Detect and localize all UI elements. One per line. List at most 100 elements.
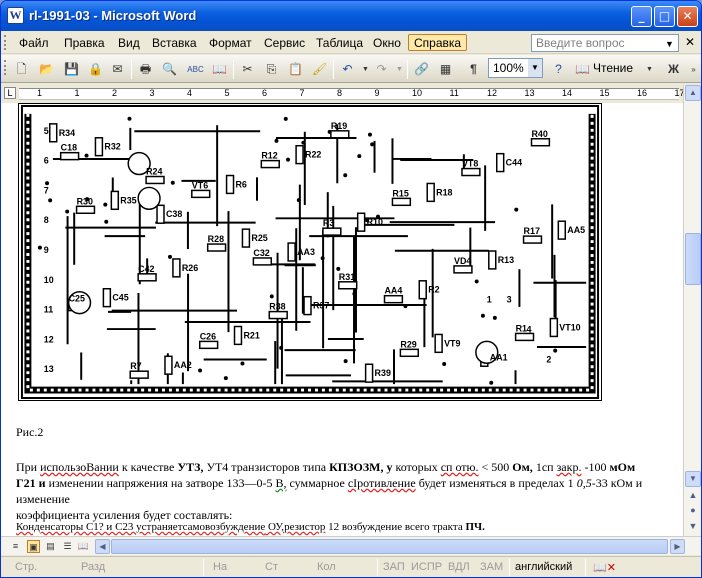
schematic-component bbox=[434, 333, 443, 354]
menu-tools[interactable]: Сервис bbox=[264, 36, 306, 50]
schematic-component bbox=[530, 138, 551, 147]
text-run: 33 кОм и изменение bbox=[16, 476, 643, 506]
body-paragraph[interactable]: При использоВании к качестве УТЗ, УТ4 тр… bbox=[16, 459, 656, 523]
status-extend[interactable]: ВДЛ bbox=[448, 561, 470, 573]
menu-file[interactable]: Файл bbox=[19, 36, 49, 50]
copy-icon[interactable]: ⎘ bbox=[266, 62, 277, 76]
spelling-status-icon[interactable]: 📖✕ bbox=[593, 562, 616, 574]
word-app-icon[interactable]: W bbox=[7, 7, 24, 24]
close-button[interactable]: ✕ bbox=[677, 6, 698, 27]
ruler-number: 5 bbox=[224, 88, 230, 98]
redo-dropdown-icon[interactable]: ▼ bbox=[396, 66, 403, 73]
status-record[interactable]: ЗАП bbox=[383, 561, 405, 573]
menu-table[interactable]: Таблица bbox=[316, 36, 364, 50]
open-folder-icon[interactable]: 📂 bbox=[39, 62, 54, 76]
print-preview-icon[interactable]: 🔍 bbox=[162, 62, 177, 76]
show-formatting-icon[interactable]: ¶ bbox=[470, 62, 477, 76]
help-dropdown-icon[interactable]: ▼ bbox=[665, 39, 674, 49]
undo-icon[interactable]: ↶ bbox=[342, 62, 353, 76]
cut-icon[interactable]: ✂ bbox=[242, 62, 253, 76]
title-bar[interactable]: W rl-1991-03 - Microsoft Word _ □ ✕ bbox=[1, 1, 701, 31]
schematic-component bbox=[330, 130, 350, 139]
status-page: Стр. bbox=[15, 561, 38, 573]
paste-icon[interactable]: 📋 bbox=[288, 62, 303, 76]
normal-view-icon[interactable]: ≡ bbox=[12, 541, 19, 551]
text-run: < 500 bbox=[478, 460, 513, 474]
scroll-right-button[interactable]: ▶ bbox=[670, 539, 685, 554]
minimize-button[interactable]: _ bbox=[631, 6, 652, 27]
spelling-error-run: сп отю. bbox=[440, 460, 479, 474]
menu-help[interactable]: Справка bbox=[408, 34, 468, 51]
spelling-error-run: устраняетсамовозбуждение bbox=[136, 521, 266, 533]
zoom-select[interactable]: 100% ▼ bbox=[488, 58, 543, 78]
vertical-scrollbar[interactable]: ▲ ▼ ▲ ● ▼ bbox=[683, 85, 701, 536]
status-track-changes[interactable]: ИСПР bbox=[411, 561, 443, 573]
email-icon[interactable]: ✉ bbox=[112, 62, 123, 76]
save-icon[interactable]: 💾 bbox=[64, 62, 79, 76]
read-button-label[interactable]: Чтение bbox=[593, 61, 634, 75]
toolbar-options-icon[interactable]: ▼ bbox=[646, 66, 653, 73]
ruler-number: 4 bbox=[187, 88, 193, 98]
help-search-input[interactable]: Введите вопрос bbox=[531, 34, 679, 52]
undo-dropdown-icon[interactable]: ▼ bbox=[362, 66, 369, 73]
toolbar-separator bbox=[233, 60, 234, 79]
text-run: 12 возбуждение всего тракта bbox=[325, 521, 466, 533]
menu-view[interactable]: Вид bbox=[118, 36, 140, 50]
zoom-dropdown-icon[interactable]: ▼ bbox=[528, 59, 542, 77]
schematic-label: AA2 bbox=[174, 360, 192, 370]
ruler-number: 9 bbox=[374, 88, 380, 98]
spelling-icon[interactable]: ABC bbox=[187, 65, 204, 74]
menu-format[interactable]: Формат bbox=[209, 36, 252, 50]
browse-object-icon[interactable]: ● bbox=[690, 505, 696, 515]
hyperlink-icon[interactable]: 🔗 bbox=[414, 62, 429, 76]
outline-view-icon[interactable]: ☰ bbox=[63, 541, 72, 551]
reading-view-icon[interactable]: 📖 bbox=[77, 541, 90, 551]
bold-button[interactable]: Ж bbox=[668, 62, 679, 76]
web-layout-view-icon[interactable]: ▣ bbox=[27, 540, 40, 553]
schematic-transistor bbox=[67, 290, 92, 315]
permission-icon[interactable]: 🔒 bbox=[88, 62, 103, 76]
scroll-up-button[interactable]: ▲ bbox=[685, 85, 701, 101]
menu-edit[interactable]: Правка bbox=[64, 36, 105, 50]
toolbar-grip[interactable] bbox=[4, 60, 8, 75]
format-painter-icon[interactable]: 🖌 bbox=[311, 62, 328, 76]
research-icon[interactable]: 📖 bbox=[212, 62, 227, 76]
maximize-button[interactable]: □ bbox=[654, 6, 675, 27]
print-icon[interactable]: 🖶 bbox=[139, 62, 152, 76]
read-mode-icon[interactable]: 📖 bbox=[575, 62, 590, 76]
schematic-label: R12 bbox=[261, 151, 277, 161]
menu-window[interactable]: Окно bbox=[373, 36, 401, 50]
schematic-label: C45 bbox=[112, 293, 128, 303]
print-layout-view-icon[interactable]: ▤ bbox=[46, 541, 55, 551]
schematic-component bbox=[164, 355, 173, 375]
next-page-icon[interactable]: ▼ bbox=[688, 521, 698, 531]
schematic-label: R25 bbox=[251, 233, 267, 243]
help-icon[interactable]: ? bbox=[555, 62, 562, 76]
toolbar-overflow-icon[interactable]: » bbox=[691, 65, 696, 74]
schematic-pin-number: 13 bbox=[44, 364, 54, 374]
scroll-down-button[interactable]: ▼ bbox=[685, 471, 701, 487]
status-overtype[interactable]: ЗАМ bbox=[480, 561, 504, 573]
horizontal-scroll-thumb[interactable] bbox=[111, 539, 668, 554]
table-icon[interactable]: ▦ bbox=[439, 62, 452, 76]
menu-grip[interactable] bbox=[4, 35, 8, 50]
schematic-component bbox=[549, 317, 559, 338]
scroll-left-button[interactable]: ◀ bbox=[95, 539, 110, 554]
status-language[interactable]: английский bbox=[515, 561, 573, 573]
close-document-icon[interactable]: ✕ bbox=[685, 35, 696, 49]
menu-insert[interactable]: Вставка bbox=[152, 36, 197, 50]
schematic-pin-number: 10 bbox=[44, 275, 54, 285]
schematic-component bbox=[129, 370, 149, 379]
tab-stop-selector[interactable]: L bbox=[4, 87, 16, 99]
vertical-scroll-thumb[interactable] bbox=[685, 233, 701, 285]
previous-page-icon[interactable]: ▲ bbox=[688, 490, 698, 500]
horizontal-scrollbar[interactable]: ◀ ▶ bbox=[95, 539, 687, 554]
schematic-label: R2 bbox=[428, 285, 439, 295]
redo-icon[interactable]: ↷ bbox=[376, 62, 387, 76]
new-document-icon[interactable]: 🗋 bbox=[16, 62, 27, 76]
schematic-junction bbox=[376, 214, 380, 219]
zoom-value: 100% bbox=[493, 61, 524, 75]
body-paragraph-2[interactable]: Конденсаторы С1? и С23 устраняетсамовозб… bbox=[16, 521, 656, 533]
